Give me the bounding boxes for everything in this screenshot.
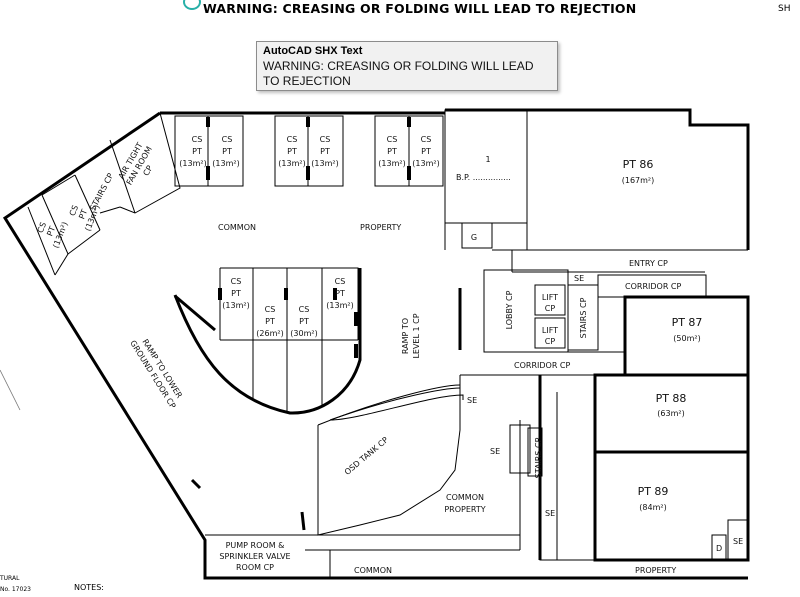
corridor-cp-label: CORRIDOR CP <box>625 282 682 291</box>
d-label: D <box>716 544 722 553</box>
common-label: COMMON <box>218 223 256 232</box>
lift-label: LIFT <box>542 293 558 302</box>
cs-label: CS <box>421 135 432 144</box>
property-label: PROPERTY <box>360 223 401 232</box>
pt86-area-label: (167m²) <box>622 176 655 185</box>
lobby-cp-label: LOBBY CP <box>505 290 514 329</box>
rejection-warning-banner: WARNING: CREASING OR FOLDING WILL LEAD T… <box>203 1 637 16</box>
stairs-cp-label: STAIRS CP <box>579 297 588 338</box>
pt-label: PT <box>387 147 397 156</box>
cs-label: CS <box>287 135 298 144</box>
autocad-shx-tooltip: AutoCAD SHX Text WARNING: CREASING OR FO… <box>256 41 558 91</box>
osd-tank-label: OSD TANK CP <box>343 435 390 477</box>
tooltip-title: AutoCAD SHX Text <box>263 45 363 57</box>
se-label: SE <box>574 274 584 283</box>
pump-room-label-2: SPRINKLER VALVE <box>219 552 290 561</box>
pt-label: PT <box>320 147 330 156</box>
ramp-lines <box>0 288 462 531</box>
cs-label: CS <box>192 135 203 144</box>
common-label: COMMON <box>446 493 484 502</box>
osd-tank-area <box>205 384 521 578</box>
stairs-fan-room-block <box>27 112 181 276</box>
ramp-level1-label-2: LEVEL 1 CP <box>412 313 421 358</box>
cs-label: CS <box>387 135 398 144</box>
pt88-label: PT 88 <box>656 392 687 405</box>
stairs-cp-label: STAIRS CP <box>534 437 543 478</box>
pt-label: PT <box>335 289 345 298</box>
bp-number-label: 1 <box>485 155 490 164</box>
corridor-cp-label: CORRIDOR CP <box>514 361 571 370</box>
ramp-level1-label: RAMP TO <box>401 318 410 354</box>
se-label: SE <box>733 537 743 546</box>
lift-cp-label: CP <box>545 304 556 313</box>
area-label: (13m²) <box>326 301 353 310</box>
label-layer: CS PT (13m²) CS PT (13m²) CS PT (13m²) C… <box>36 135 743 575</box>
pt-label: PT <box>222 147 232 156</box>
logo-mark-icon <box>183 0 201 10</box>
pt89-label: PT 89 <box>638 485 669 498</box>
se-label: SE <box>467 396 477 405</box>
tooltip-body: WARNING: CREASING OR FOLDING WILL LEAD T… <box>263 59 534 88</box>
pt-label: PT <box>265 317 275 326</box>
lift-cp-label: CP <box>545 337 556 346</box>
pump-room-label-3: ROOM CP <box>236 563 274 572</box>
pt-label: PT <box>77 208 89 220</box>
top-bays-labels: CS PT (13m²) CS PT (13m²) CS PT (13m²) C… <box>179 135 439 168</box>
pump-room-label: PUMP ROOM & <box>226 541 285 550</box>
middle-parking-bays <box>173 267 362 415</box>
se-label: SE <box>490 447 500 456</box>
area-label: (26m²) <box>256 329 283 338</box>
title-block-number: No. 17023 <box>0 586 31 593</box>
pt89-area-label: (84m²) <box>639 503 666 512</box>
area-label: (13m²) <box>222 301 249 310</box>
cs-label: CS <box>222 135 233 144</box>
area-label: (13m²) <box>212 159 239 168</box>
lift-label: LIFT <box>542 326 558 335</box>
pt-label: PT <box>421 147 431 156</box>
pt86-label: PT 86 <box>623 158 654 171</box>
se-label: SE <box>545 509 555 518</box>
pt-label: PT <box>192 147 202 156</box>
top-parking-bays <box>174 115 444 187</box>
cs-label: CS <box>265 305 276 314</box>
cs-label: CS <box>36 221 48 234</box>
notes-label: NOTES: <box>74 583 104 592</box>
pt87-label: PT 87 <box>672 316 703 329</box>
cs-label: CS <box>68 204 80 217</box>
sheet-label: SH <box>778 4 791 14</box>
pt-label: PT <box>299 317 309 326</box>
cs-label: CS <box>299 305 310 314</box>
pt-label: PT <box>287 147 297 156</box>
outer-walls <box>2 108 750 580</box>
g-label: G <box>471 233 477 242</box>
area-label: (13m²) <box>412 159 439 168</box>
cs-label: CS <box>231 277 242 286</box>
area-label: (30m²) <box>290 329 317 338</box>
property-label: PROPERTY <box>444 505 485 514</box>
pt88-area-label: (63m²) <box>657 409 684 418</box>
title-block-fragment: TURAL <box>0 575 20 582</box>
common-label: COMMON <box>354 566 392 575</box>
property-label: PROPERTY <box>635 566 676 575</box>
cs-label: CS <box>335 277 346 286</box>
area-label: (13m²) <box>179 159 206 168</box>
area-label: (13m²) <box>378 159 405 168</box>
entry-cp-label: ENTRY CP <box>629 259 668 268</box>
pt-label: PT <box>231 289 241 298</box>
bp-label: B.P. ............... <box>456 173 511 182</box>
pt-label: PT <box>45 225 57 237</box>
pt87-area-label: (50m²) <box>673 334 700 343</box>
right-units <box>444 109 750 562</box>
area-label: (13m²) <box>311 159 338 168</box>
area-label: (13m²) <box>278 159 305 168</box>
cs-label: CS <box>320 135 331 144</box>
